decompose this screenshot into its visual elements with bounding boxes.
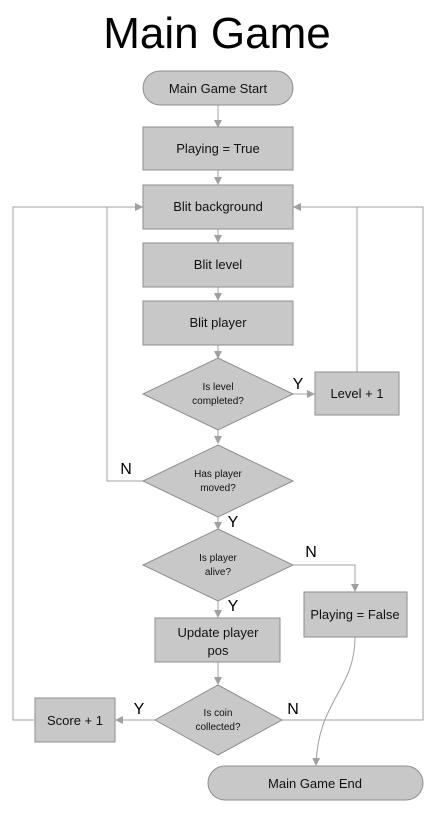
blit-background-label: Blit background xyxy=(173,199,263,214)
edge-playing-false-to-end xyxy=(312,636,356,766)
edge-player-alive-no xyxy=(293,564,359,592)
start-label: Main Game Start xyxy=(169,81,268,96)
player-moved-diamond xyxy=(141,444,295,518)
decision-player-moved: Has player moved? xyxy=(141,444,295,518)
decision-level-completed: Is level completed? xyxy=(141,357,295,431)
playing-true-box xyxy=(142,126,294,171)
blit-player-box xyxy=(142,300,294,346)
playing-false-box xyxy=(303,591,408,638)
level-completed-line1: Is level xyxy=(202,382,233,393)
node-blit-player: Blit player xyxy=(142,300,294,346)
decision-player-alive: Is player alive? xyxy=(141,528,295,602)
node-level-plus-one: Level + 1 xyxy=(314,371,400,416)
level-plus-box xyxy=(314,371,400,416)
node-blit-background: Blit background xyxy=(142,184,294,230)
page-title: Main Game xyxy=(103,9,330,58)
label-player-moved-yes: Y xyxy=(228,514,239,531)
connectors xyxy=(12,105,424,766)
label-coin-collected-no: N xyxy=(287,701,299,718)
edge-player-moved-no xyxy=(106,203,143,482)
score-plus-label: Score + 1 xyxy=(47,713,103,728)
player-alive-diamond xyxy=(141,528,295,602)
update-pos-box xyxy=(154,617,281,663)
end-label: Main Game End xyxy=(268,776,362,791)
node-main-game-end: Main Game End xyxy=(207,765,424,801)
label-player-moved-no: N xyxy=(120,461,132,478)
level-plus-label: Level + 1 xyxy=(330,386,383,401)
node-playing-true: Playing = True xyxy=(142,126,294,171)
playing-true-label: Playing = True xyxy=(176,141,259,156)
update-pos-line2: pos xyxy=(208,643,229,658)
player-alive-line2: alive? xyxy=(205,567,232,578)
blit-level-label: Blit level xyxy=(194,257,243,272)
blit-level-box xyxy=(142,242,294,288)
coin-collected-line1: Is coin xyxy=(204,708,233,719)
player-moved-line1: Has player xyxy=(194,469,242,480)
edge-labels: Y N Y N Y Y N xyxy=(120,376,317,718)
coin-collected-line2: collected? xyxy=(195,722,240,733)
decision-coin-collected: Is coin collected? xyxy=(153,684,284,756)
start-terminator-shape xyxy=(142,70,294,106)
node-blit-level: Blit level xyxy=(142,242,294,288)
blit-background-box xyxy=(142,184,294,230)
label-player-alive-no: N xyxy=(305,544,317,561)
level-completed-line2: completed? xyxy=(192,396,244,407)
update-pos-line1: Update player xyxy=(178,625,260,640)
blit-player-label: Blit player xyxy=(189,315,247,330)
label-player-alive-yes: Y xyxy=(228,598,239,615)
level-completed-diamond xyxy=(141,357,295,431)
label-coin-collected-yes: Y xyxy=(134,701,145,718)
player-alive-line1: Is player xyxy=(199,553,237,564)
playing-false-label: Playing = False xyxy=(310,607,399,622)
node-main-game-start: Main Game Start xyxy=(142,70,294,106)
edge-coin-collected-no xyxy=(282,203,424,721)
node-score-plus-one: Score + 1 xyxy=(34,697,116,743)
score-plus-box xyxy=(34,697,116,743)
edge-level-plus-to-blit-background xyxy=(293,203,358,372)
end-terminator-shape xyxy=(207,765,424,801)
label-level-completed-yes: Y xyxy=(293,376,304,393)
node-update-player-pos: Update player pos xyxy=(154,617,281,663)
node-playing-false: Playing = False xyxy=(303,591,408,638)
edge-score-to-blit-background xyxy=(12,203,143,721)
player-moved-line2: moved? xyxy=(200,483,236,494)
coin-collected-diamond xyxy=(153,684,284,756)
